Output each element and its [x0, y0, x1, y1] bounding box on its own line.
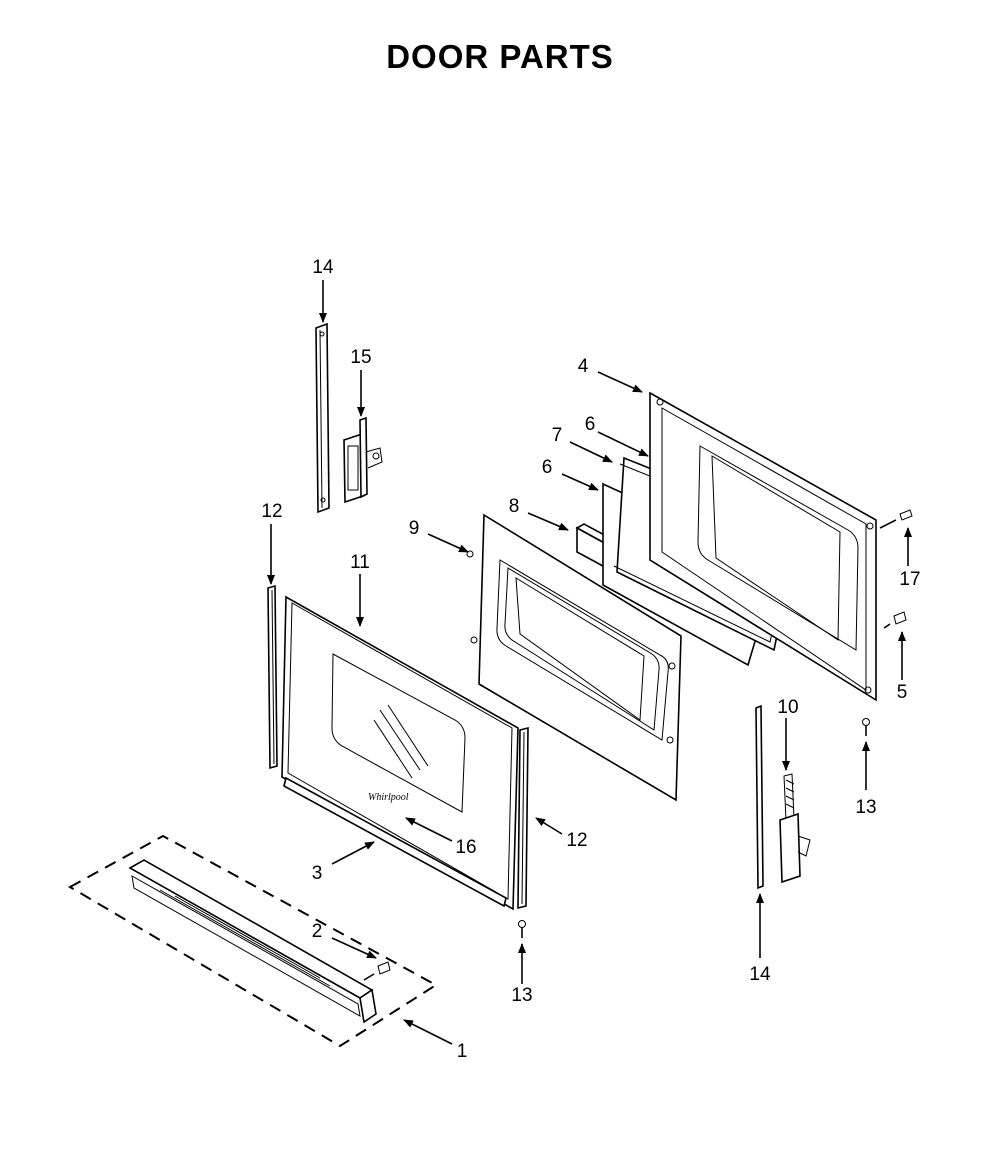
part-outer-door-panel: Whirlpool — [281, 595, 519, 911]
callout-11: 11 — [350, 552, 370, 573]
part-hinge-left — [343, 416, 383, 504]
callout-14-bottom: 14 — [749, 964, 771, 985]
part-door-liner — [649, 391, 877, 702]
callout-labels: 14 15 12 11 9 8 6 7 6 4 17 5 10 13 16 12… — [261, 257, 920, 1062]
callout-12-right: 12 — [566, 830, 587, 851]
callout-3: 3 — [312, 863, 323, 884]
part-screw-13-right — [862, 718, 870, 736]
part-screw-2 — [363, 961, 391, 981]
callout-7: 7 — [552, 425, 563, 446]
callout-4: 4 — [578, 356, 589, 377]
callout-6-top: 6 — [585, 414, 596, 435]
part-hinge-right — [779, 773, 811, 884]
callout-14-top: 14 — [312, 257, 334, 278]
callout-16: 16 — [455, 837, 476, 858]
callout-6-lower: 6 — [542, 457, 553, 478]
callout-5: 5 — [897, 682, 908, 703]
callout-8: 8 — [509, 496, 520, 517]
part-side-trim-right — [517, 726, 529, 910]
callout-13-right: 13 — [855, 797, 876, 818]
callout-13-bottom: 13 — [511, 985, 532, 1006]
part-hinge-channel-right — [755, 704, 764, 890]
callout-arrows — [267, 280, 912, 1045]
callout-15: 15 — [350, 347, 371, 368]
part-screw-13-bottom — [518, 920, 526, 938]
part-control-panel — [67, 834, 438, 1048]
part-hinge-channel-left — [315, 322, 330, 514]
callout-9: 9 — [409, 518, 420, 539]
callout-10: 10 — [777, 697, 798, 718]
callout-2: 2 — [312, 921, 323, 942]
part-inner-door — [466, 513, 682, 802]
callout-17: 17 — [899, 569, 920, 590]
diagram-title: DOOR PARTS — [386, 38, 614, 75]
callout-1: 1 — [457, 1041, 468, 1062]
part-side-trim-left — [267, 584, 278, 770]
part-screw-17 — [879, 509, 913, 529]
svg-text:Whirlpool: Whirlpool — [368, 792, 409, 803]
part-bottom-trim — [283, 776, 507, 908]
part-screw-5 — [883, 611, 907, 629]
callout-12-left: 12 — [261, 501, 282, 522]
